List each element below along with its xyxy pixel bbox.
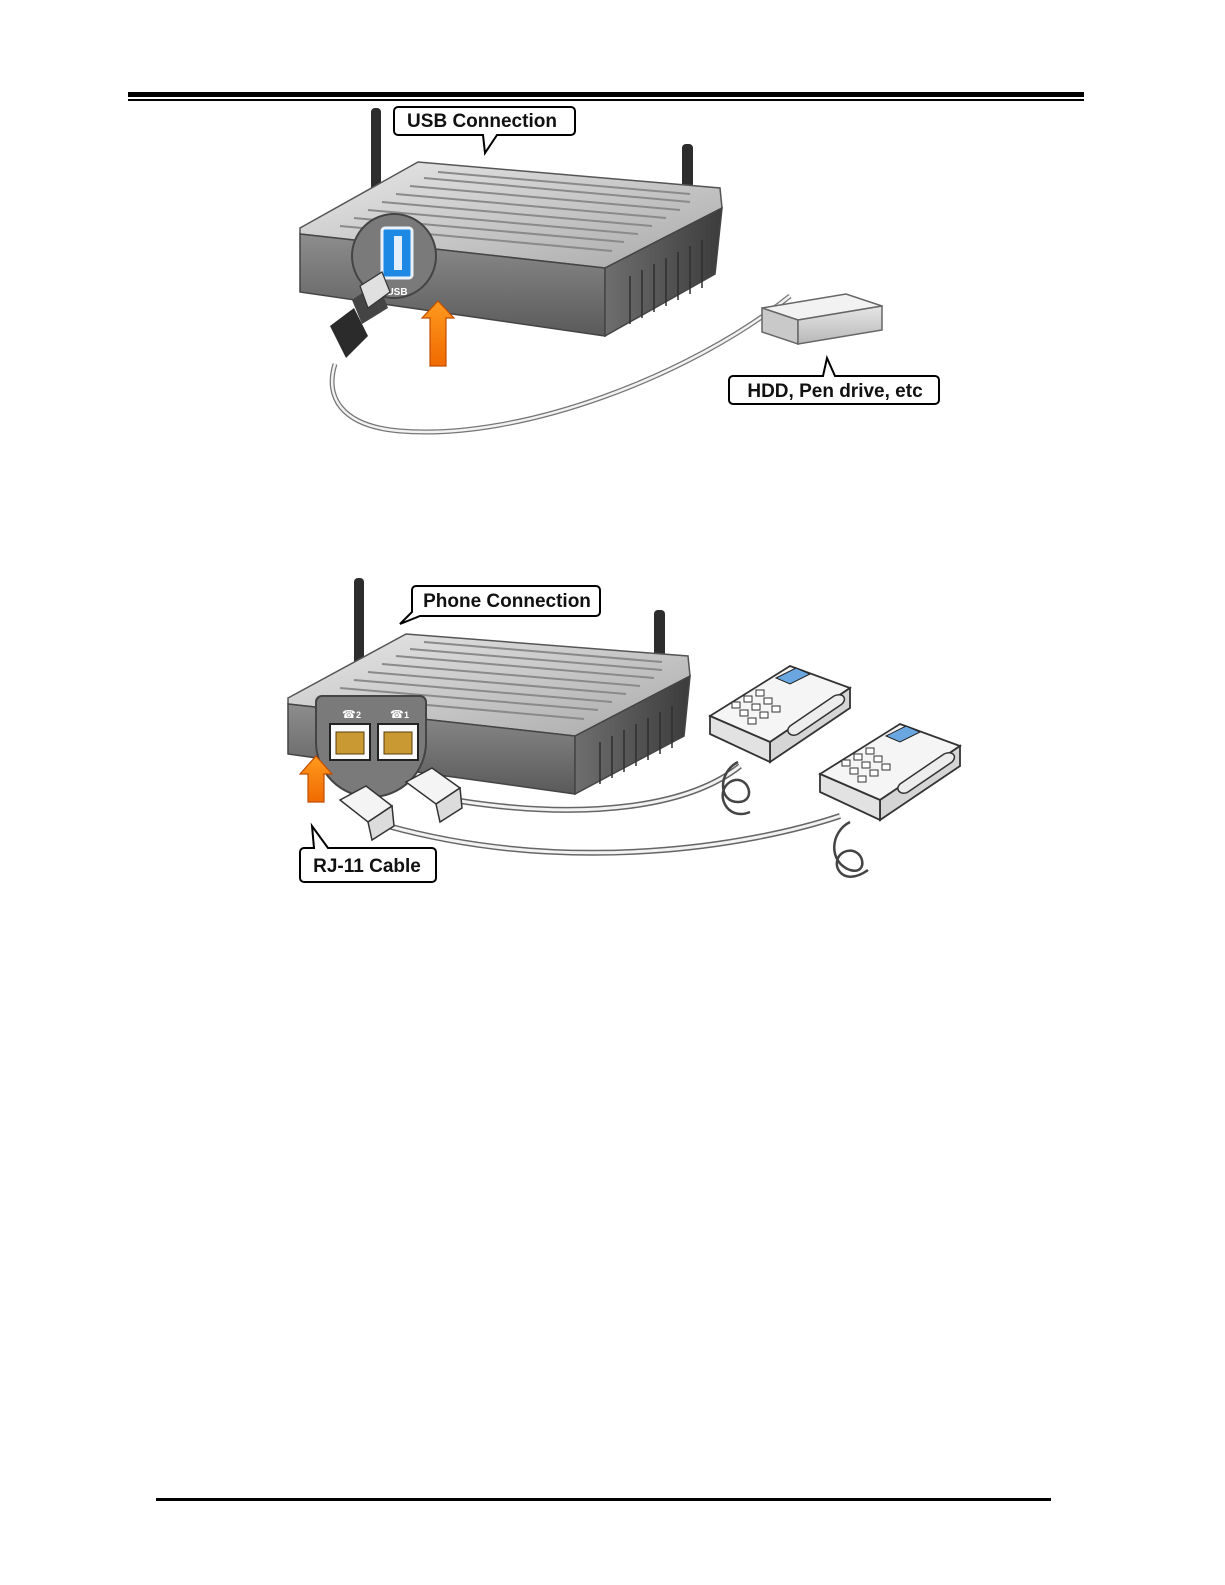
rj11-cable-label: RJ-11 Cable	[313, 856, 421, 877]
footer-rule	[156, 1498, 1051, 1501]
handset-1-icon: ☎	[390, 709, 404, 721]
port-2-label: 2	[356, 710, 361, 720]
device-label: HDD, Pen drive, etc	[747, 381, 923, 402]
usb-connection-illustration: USB USB Connection HDD, Pen drive, etc	[270, 96, 960, 446]
port-1-label: 1	[404, 710, 409, 720]
usb-connection-label: USB Connection	[407, 111, 557, 132]
phone-connection-figure: ☎ 2 ☎ 1	[270, 576, 970, 896]
usb-connection-callout: USB Connection	[394, 107, 575, 153]
handset-2-icon: ☎	[342, 709, 356, 721]
phone-connection-label: Phone Connection	[423, 591, 591, 612]
telephone-2	[820, 724, 960, 877]
phone-connection-callout: Phone Connection	[400, 586, 600, 624]
device-callout: HDD, Pen drive, etc	[729, 358, 939, 404]
phone-connection-illustration: ☎ 2 ☎ 1	[270, 576, 970, 896]
usb-connection-figure: USB USB Connection HDD, Pen drive, etc	[270, 96, 960, 446]
